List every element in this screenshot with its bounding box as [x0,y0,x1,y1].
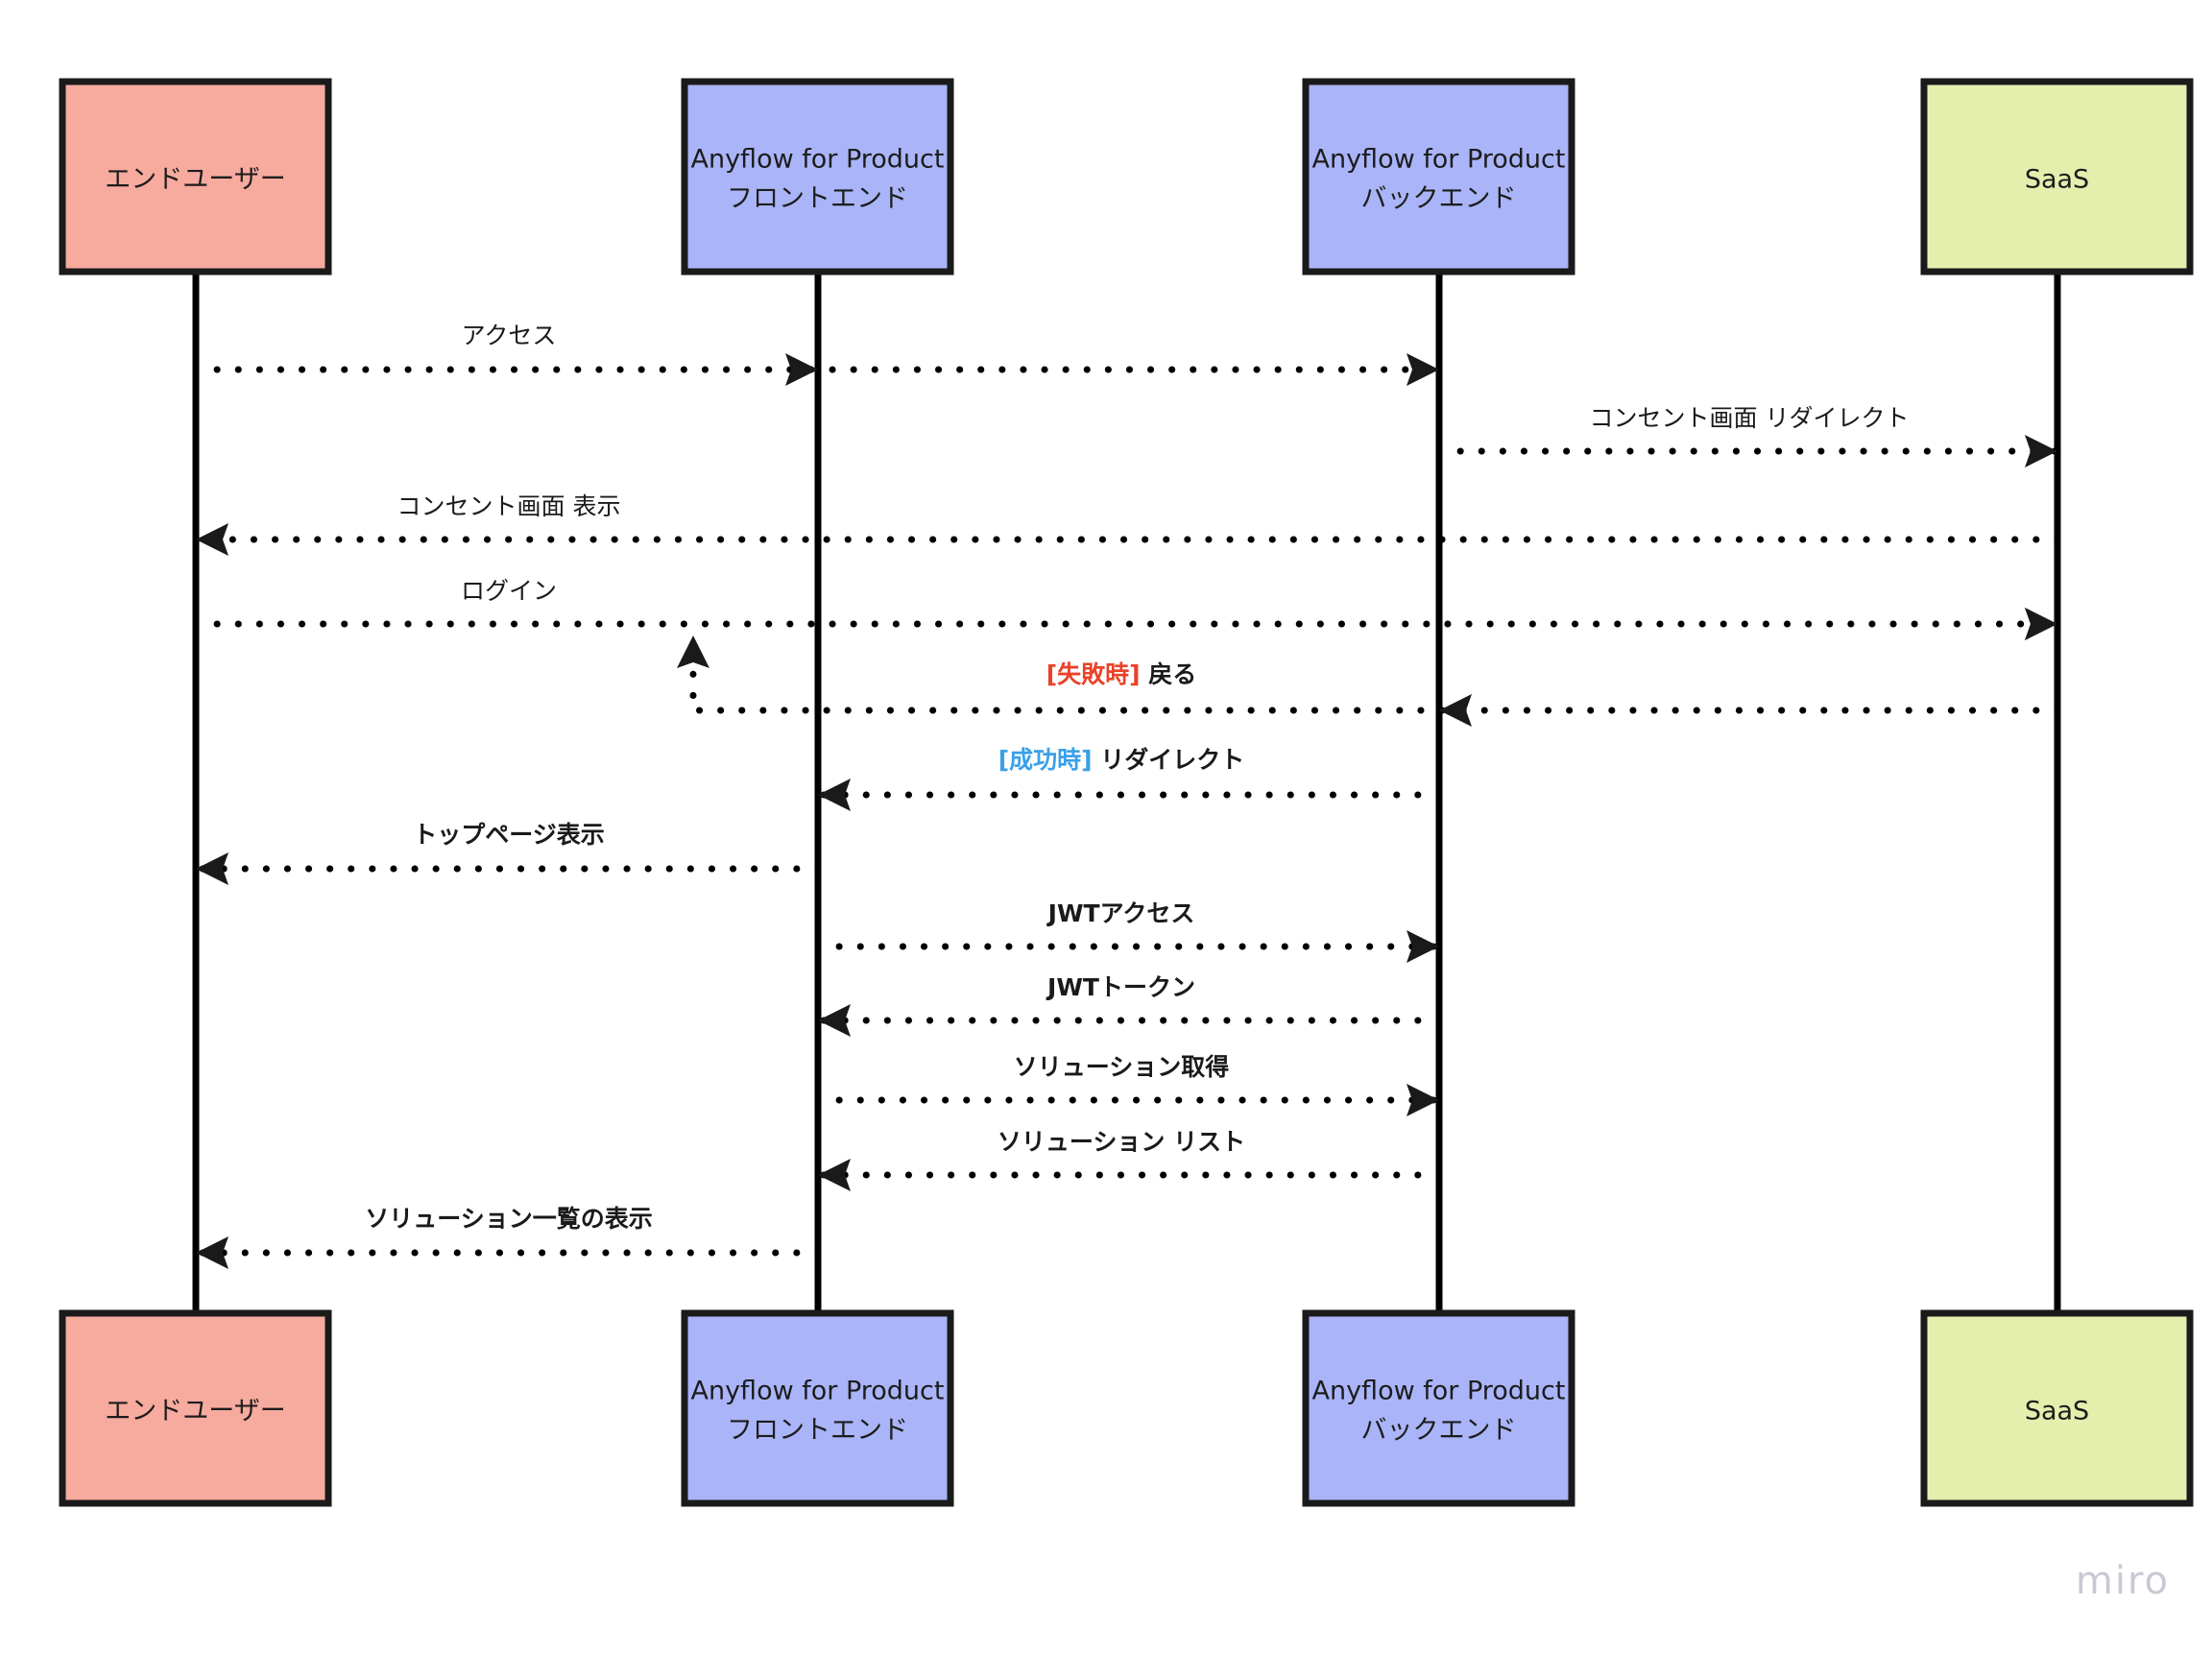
participant-box-end-user-bottom[interactable]: エンドユーザー [59,1309,332,1507]
msg-success-redirect[interactable]: [成功時] リダイレクト [814,746,1443,811]
participant-rect-saas [1920,1309,2194,1507]
msg-access-label: アクセス [462,322,557,349]
participant-label-anyflow-backend-line1: Anyflow for Product [1312,145,1566,175]
participant-box-anyflow-backend-bottom[interactable]: Anyflow for Product バックエンド [1302,1309,1575,1507]
msg-top-page[interactable]: トップページ表示 [192,821,822,885]
participant-box-anyflow-backend-top[interactable]: Anyflow for Product バックエンド [1302,78,1575,276]
participant-rect-end-user [59,1309,332,1507]
participant-box-saas-top[interactable]: SaaS [1920,78,2194,276]
participant-box-anyflow-frontend-bottom[interactable]: Anyflow for Product フロントエンド [681,1309,954,1507]
msg-failure-back-label: [失敗時] 戻る [1046,660,1197,688]
msg-solution-fetch[interactable]: ソリューション取得 [814,1053,1443,1116]
msg-failure-back-line [689,641,2061,714]
participant-box-end-user-top[interactable]: エンドユーザー [59,78,332,276]
msg-jwt-access-label: JWTアクセス [1046,899,1195,927]
msg-failure-back-condition: [失敗時] [1046,660,1149,688]
msg-success-redirect-label-text: リダイレクト [1100,746,1244,774]
msg-consent-display[interactable]: コンセント画面 表示 [192,492,2061,556]
participant-label-end-user: エンドユーザー [105,1397,285,1426]
msg-jwt-token-label: JWTトークン [1046,973,1195,1001]
msg-login-mid-arrowhead [2025,608,2057,640]
msg-solution-display-label: ソリューション一覧の表示 [365,1205,653,1233]
participant-label-saas: SaaS [2025,165,2089,195]
participant-rect-anyflow-frontend [681,1309,954,1507]
msg-consent-redirect-label: コンセント画面 リダイレクト [1590,404,1910,432]
participant-label-anyflow-frontend-line1: Anyflow for Product [691,1377,945,1406]
msg-consent-redirect-arrowhead [2025,435,2057,467]
msg-access-mid-arrowhead [785,353,818,386]
participant-box-anyflow-frontend-top[interactable]: Anyflow for Product フロントエンド [681,78,954,276]
participant-label-anyflow-frontend-line1: Anyflow for Product [691,145,945,175]
msg-consent-redirect[interactable]: コンセント画面 リダイレクト [1435,404,2061,467]
msg-solution-list-label: ソリューション リスト [998,1128,1245,1156]
msg-failure-back-arrowhead [677,635,709,668]
msg-jwt-access[interactable]: JWTアクセス [814,899,1443,963]
participant-rect-anyflow-frontend [681,78,954,276]
msg-login-label: ログイン [461,577,557,605]
msg-login[interactable]: ログイン [192,577,2061,640]
msg-success-redirect-label: [成功時] リダイレクト [998,746,1245,774]
msg-solution-display-arrowhead [196,1236,228,1269]
msg-failure-back-mid-arrowhead [1439,694,1472,727]
msg-success-redirect-condition: [成功時] [998,746,1101,774]
msg-failure-back[interactable]: [失敗時] 戻る [677,635,2061,727]
participant-rect-end-user [59,78,332,276]
participant-label-anyflow-backend-line2: バックエンド [1361,1416,1517,1446]
msg-success-redirect-arrowhead [818,779,851,811]
participant-label-end-user: エンドユーザー [105,165,285,195]
miro-watermark: miro [2076,1559,2170,1603]
participant-label-anyflow-backend-line2: バックエンド [1361,184,1517,214]
msg-top-page-label: トップページ表示 [413,821,605,849]
msg-jwt-token-arrowhead [818,1004,851,1037]
msg-solution-fetch-label: ソリューション取得 [1014,1053,1230,1081]
msg-consent-display-label: コンセント画面 表示 [397,492,621,520]
msg-top-page-arrowhead [196,852,228,885]
participant-box-saas-bottom[interactable]: SaaS [1920,1309,2194,1507]
participant-label-anyflow-frontend-line2: フロントエンド [727,1416,908,1446]
msg-solution-fetch-arrowhead [1407,1084,1439,1116]
msg-jwt-token[interactable]: JWTトークン [814,973,1443,1037]
msg-access-arrowhead [1407,353,1439,386]
msg-consent-display-arrowhead [196,523,228,556]
participant-label-saas: SaaS [2025,1397,2089,1426]
participant-rect-saas [1920,78,2194,276]
msg-solution-list[interactable]: ソリューション リスト [814,1128,1443,1191]
msg-solution-display[interactable]: ソリューション一覧の表示 [192,1205,822,1269]
participant-rect-anyflow-backend [1302,78,1575,276]
msg-jwt-access-arrowhead [1407,930,1439,963]
participant-rect-anyflow-backend [1302,1309,1575,1507]
msg-access[interactable]: アクセス [192,322,1443,386]
participant-label-anyflow-backend-line1: Anyflow for Product [1312,1377,1566,1406]
msg-failure-back-label-text: 戻る [1148,660,1196,688]
msg-solution-list-arrowhead [818,1159,851,1191]
participant-label-anyflow-frontend-line2: フロントエンド [727,184,908,214]
